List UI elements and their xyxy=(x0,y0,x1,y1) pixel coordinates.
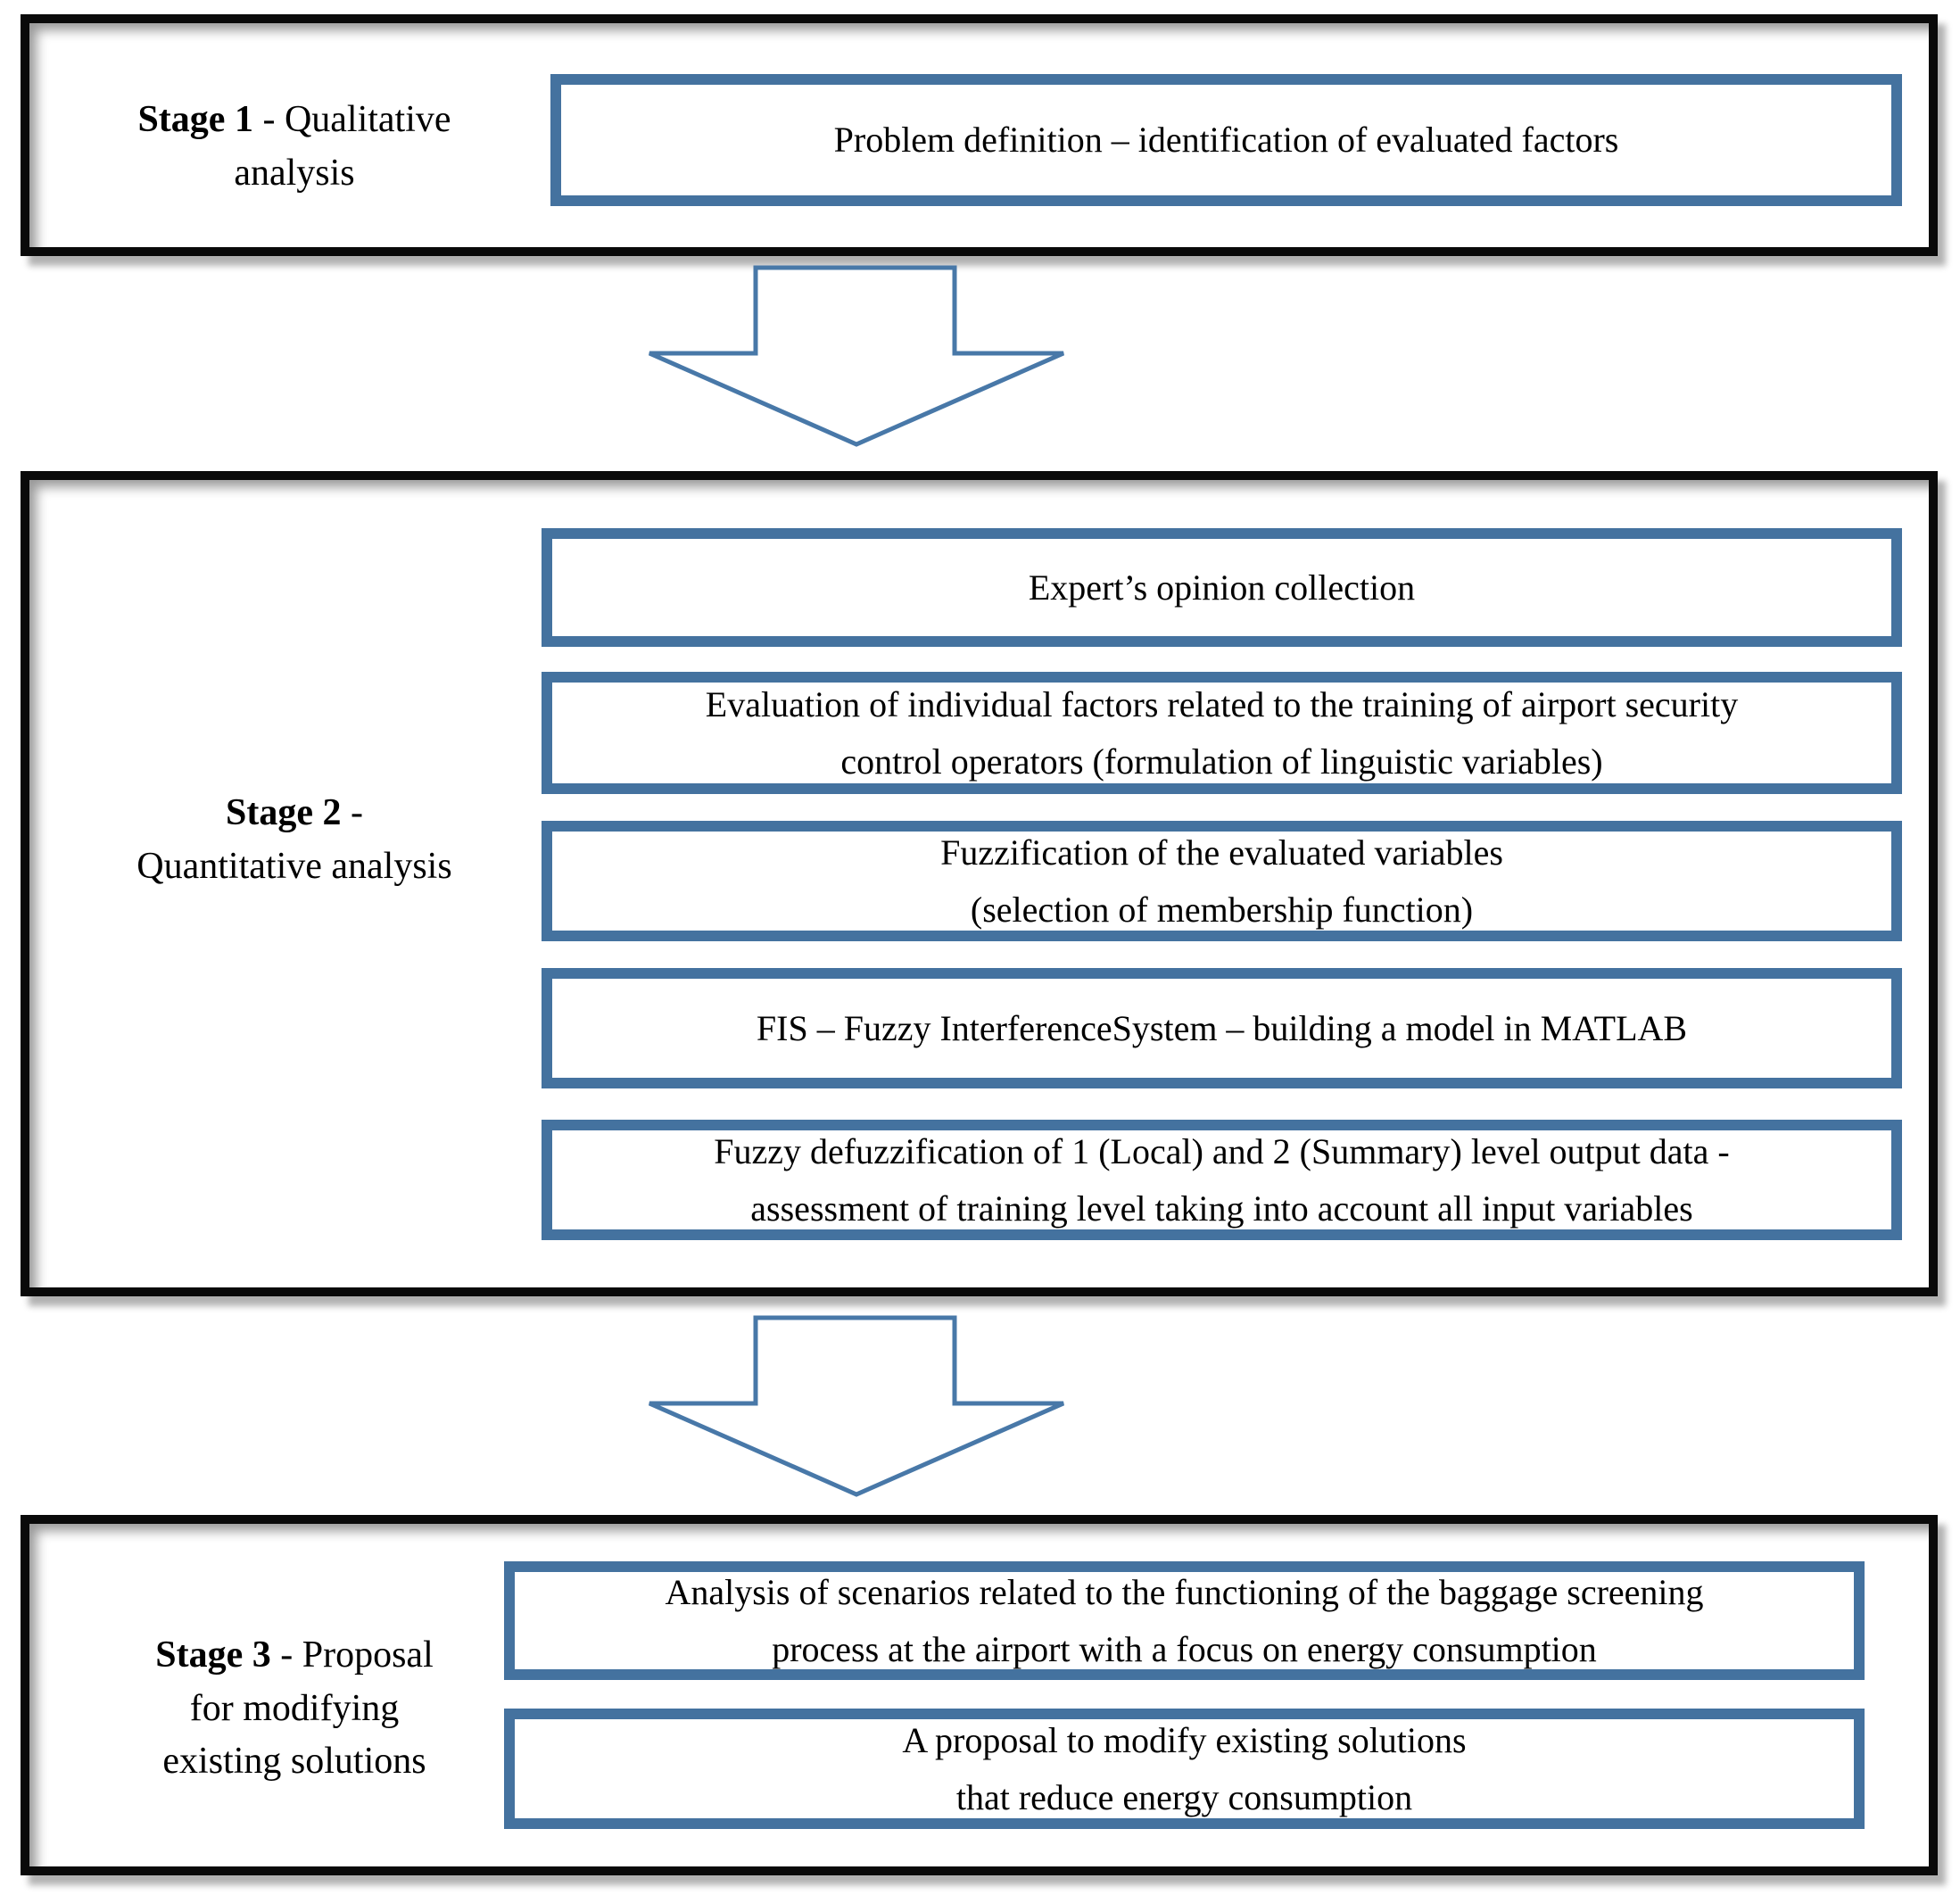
step-fis-matlab-model: FIS – Fuzzy InterferenceSystem – buildin… xyxy=(542,968,1902,1088)
step-problem-definition: Problem definition – identification of e… xyxy=(550,74,1902,206)
stage-3-label-bold: Stage 3 xyxy=(155,1634,271,1676)
step-text: that reduce energy consumption xyxy=(955,1776,1413,1817)
stage-2-label-line1: Stage 2 - xyxy=(54,787,535,840)
stage-1-label: Stage 1 - Qualitative analysis xyxy=(54,94,535,200)
step-text: (selection of membership function) xyxy=(970,889,1474,930)
step-text: assessment of training level taking into… xyxy=(750,1187,1693,1229)
down-arrow-icon xyxy=(648,265,1065,447)
stage-1-label-bold: Stage 1 xyxy=(137,99,253,140)
stage-3-label-line2: for modifying xyxy=(189,1687,400,1729)
stage-2-label-line2: Quantitative analysis xyxy=(136,845,452,887)
stage-1-label-line2: analysis xyxy=(234,152,355,194)
step-text: Problem definition – identification of e… xyxy=(833,120,1619,161)
step-text: Fuzzification of the evaluated variables xyxy=(940,832,1503,873)
step-modification-proposal: A proposal to modify existing solutions … xyxy=(504,1709,1865,1829)
step-text: Evaluation of individual factors related… xyxy=(705,684,1739,725)
stage-2-label-rest: - xyxy=(341,792,363,833)
step-text: A proposal to modify existing solutions xyxy=(902,1720,1467,1761)
step-text: Analysis of scenarios related to the fun… xyxy=(665,1572,1704,1613)
step-scenario-analysis: Analysis of scenarios related to the fun… xyxy=(504,1561,1865,1680)
step-text: Fuzzy defuzzification of 1 (Local) and 2… xyxy=(714,1131,1730,1172)
step-expert-opinion-collection: Expert’s opinion collection xyxy=(542,528,1902,647)
stage-3-label-rest: - Proposal xyxy=(270,1634,434,1676)
step-fuzzy-defuzzification: Fuzzy defuzzification of 1 (Local) and 2… xyxy=(542,1120,1902,1240)
stage-3-label: Stage 3 - Proposal for modifying existin… xyxy=(54,1629,535,1789)
stage-3-label-line1: Stage 3 - Proposal xyxy=(54,1629,535,1683)
step-fuzzification: Fuzzification of the evaluated variables… xyxy=(542,821,1902,941)
step-text: process at the airport with a focus on e… xyxy=(772,1628,1597,1669)
step-evaluation-of-factors: Evaluation of individual factors related… xyxy=(542,672,1902,794)
stage-2-label: Stage 2 - Quantitative analysis xyxy=(54,787,535,893)
step-text: control operators (formulation of lingui… xyxy=(840,741,1603,782)
step-text: Expert’s opinion collection xyxy=(1028,567,1416,608)
down-arrow-icon xyxy=(648,1315,1065,1497)
stage-1-label-line1: Stage 1 - Qualitative xyxy=(54,94,535,147)
stage-2-label-bold: Stage 2 xyxy=(226,792,342,833)
stage-3-label-line3: existing solutions xyxy=(162,1741,426,1783)
step-text: FIS – Fuzzy InterferenceSystem – buildin… xyxy=(756,1007,1688,1048)
stage-1-label-rest: - Qualitative xyxy=(252,99,451,140)
